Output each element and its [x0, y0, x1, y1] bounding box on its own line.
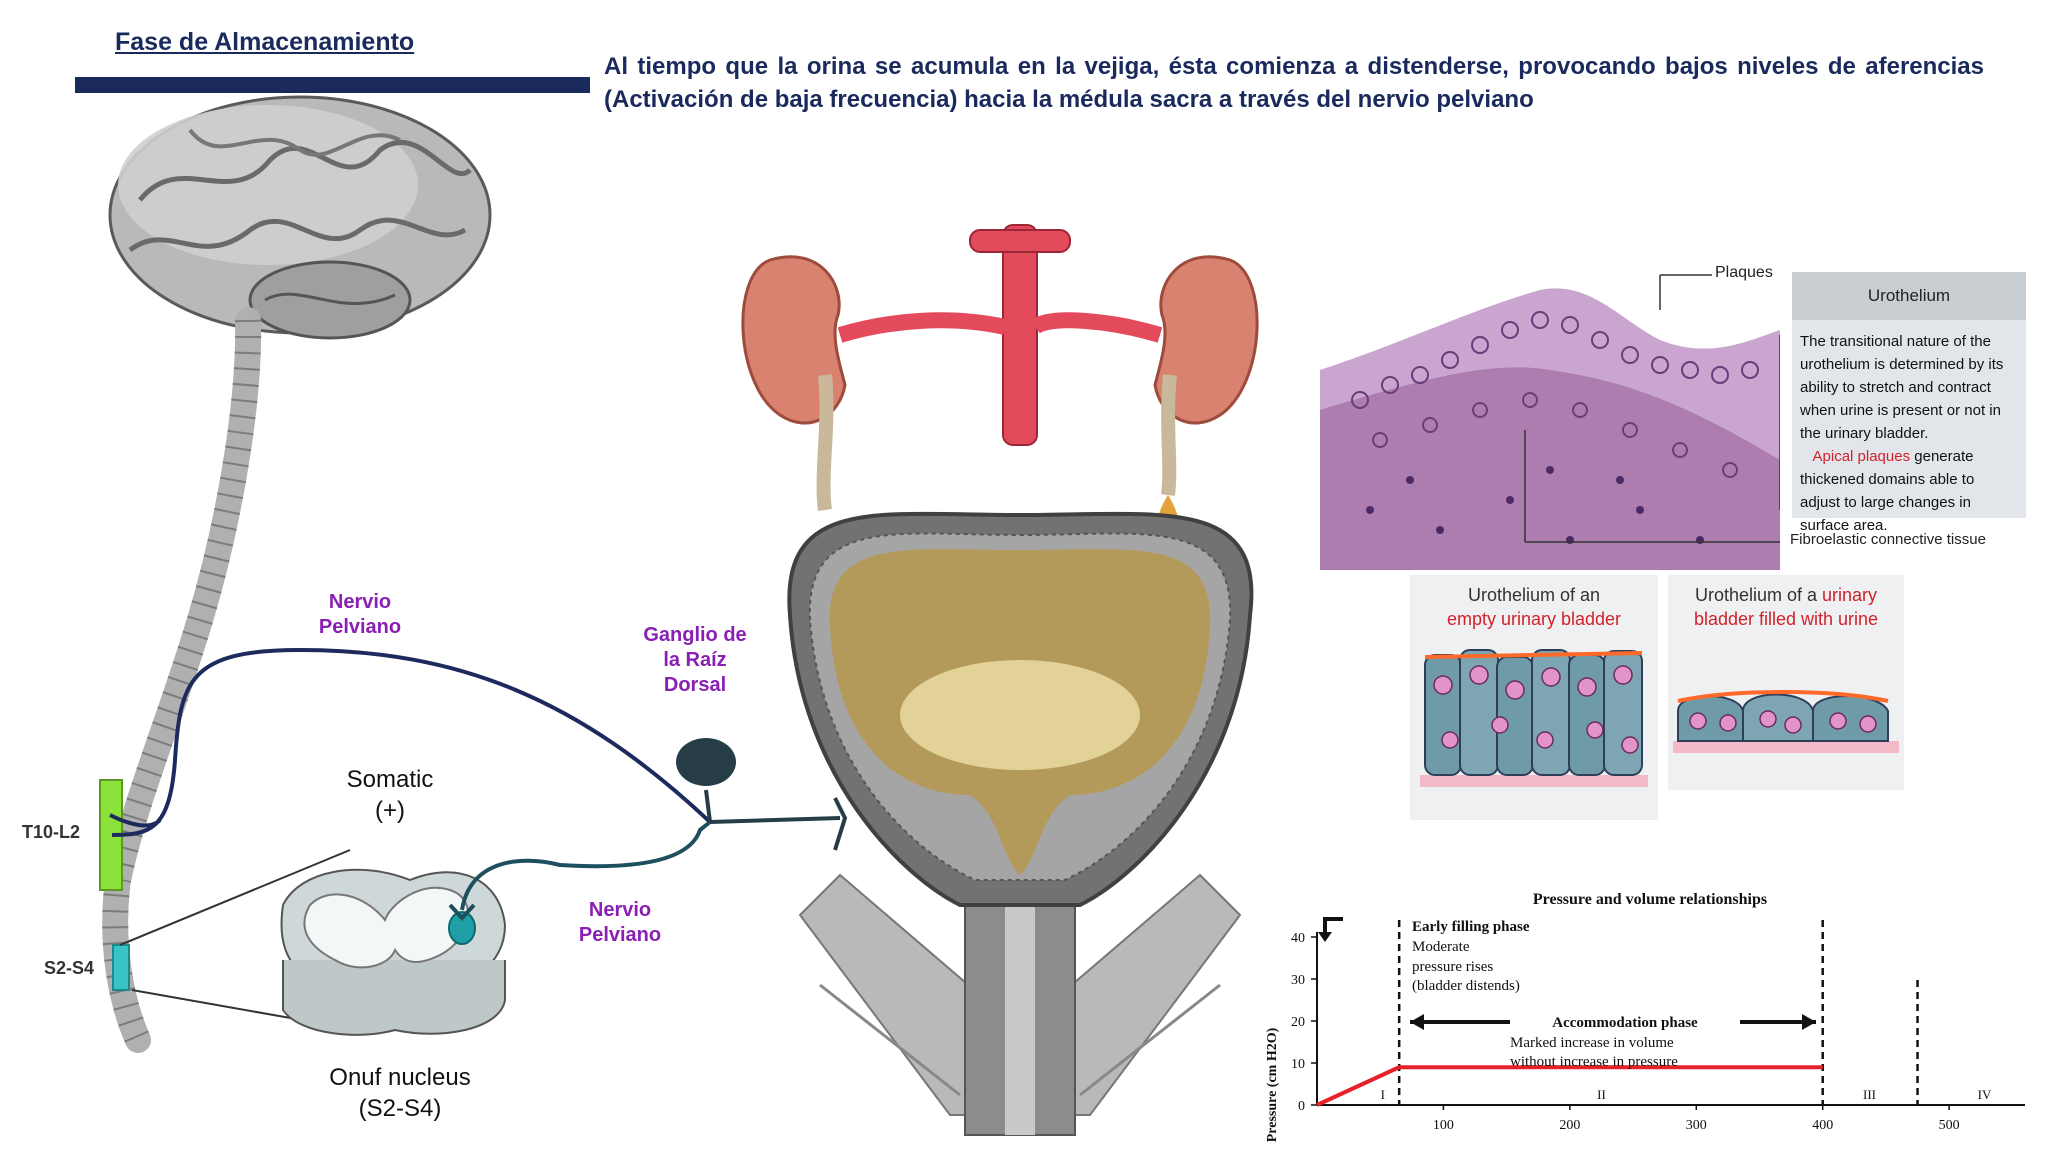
early-phase-arrow — [1323, 917, 1343, 938]
label-plaques: Plaques — [1715, 264, 1773, 281]
y-tick-label: 10 — [1291, 1057, 1305, 1072]
title-rule — [75, 77, 590, 93]
chart-ylabel: Pressure (cm H2O) — [1265, 1027, 1280, 1142]
label-segment-t10-l2: T10-L2 — [22, 822, 81, 842]
y-tick-label: 20 — [1291, 1015, 1305, 1030]
x-tick-label: 400 — [1812, 1118, 1833, 1133]
dorsal-root-ganglion — [676, 738, 736, 786]
histology-micrograph — [1320, 260, 1780, 570]
pressure-volume-chart: Pressure and volume relationships Pressu… — [1265, 891, 2025, 1142]
x-tick-label: 200 — [1559, 1118, 1580, 1133]
x-tick-label: 500 — [1939, 1118, 1960, 1133]
y-tick-label: 0 — [1298, 1099, 1305, 1114]
urothelium-filled-box: Urothelium of a urinary bladder filled w… — [1668, 575, 1904, 790]
x-tick-label: 300 — [1686, 1118, 1707, 1133]
label-segment-s2-s4: S2-S4 — [44, 958, 95, 978]
bladder-illustration — [741, 224, 1259, 1136]
accommodation-line-1: Marked increase in volume — [1510, 1035, 1674, 1051]
urothelium-info-panel: Urothelium The transitional nature of th… — [1792, 272, 2026, 534]
phase-label: I — [1381, 1087, 1385, 1102]
spinal-cord — [99, 307, 262, 1053]
urothelium-filled-cells — [1673, 690, 1899, 753]
pelvic-nerve-upper — [111, 647, 712, 837]
y-tick-label: 30 — [1291, 973, 1305, 988]
page-title: Fase de Almacenamiento — [115, 28, 415, 56]
early-phase-line-2: pressure rises — [1412, 959, 1493, 975]
early-phase-title: Early filling phase — [1412, 919, 1530, 935]
accommodation-line-2: without increase in pressure — [1510, 1054, 1678, 1070]
phase-label: II — [1597, 1087, 1606, 1102]
label-somatic: Somatic(+) — [346, 766, 434, 824]
y-tick-label: 40 — [1291, 931, 1305, 946]
intro-text: Al tiempo que la orina se acumula en la … — [604, 53, 1984, 113]
label-fibroelastic: Fibroelastic connective tissue — [1790, 531, 1986, 548]
urothelium-panel-title: Urothelium — [1792, 272, 2026, 320]
phase-label: IV — [1978, 1087, 1992, 1102]
x-tick-label: 100 — [1433, 1118, 1454, 1133]
spinal-cross-section — [119, 849, 507, 1036]
pressure-series-line — [1316, 1065, 1823, 1107]
urothelium-panel-text: The transitional nature of the urotheliu… — [1800, 333, 2004, 534]
phase-label: III — [1863, 1087, 1876, 1102]
early-phase-line-1: Moderate — [1412, 939, 1470, 955]
accommodation-title: Accommodation phase — [1552, 1015, 1698, 1031]
label-onuf-nucleus: Onuf nucleus(S2-S4) — [329, 1064, 471, 1122]
brain-illustration — [108, 95, 492, 340]
chart-title: Pressure and volume relationships — [1533, 891, 1767, 908]
urothelium-empty-cells — [1420, 649, 1648, 787]
pelvic-nerve-lower — [460, 820, 712, 911]
urothelium-empty-box: Urothelium of an empty urinary bladder — [1410, 575, 1658, 820]
early-phase-line-3: (bladder distends) — [1412, 978, 1520, 994]
